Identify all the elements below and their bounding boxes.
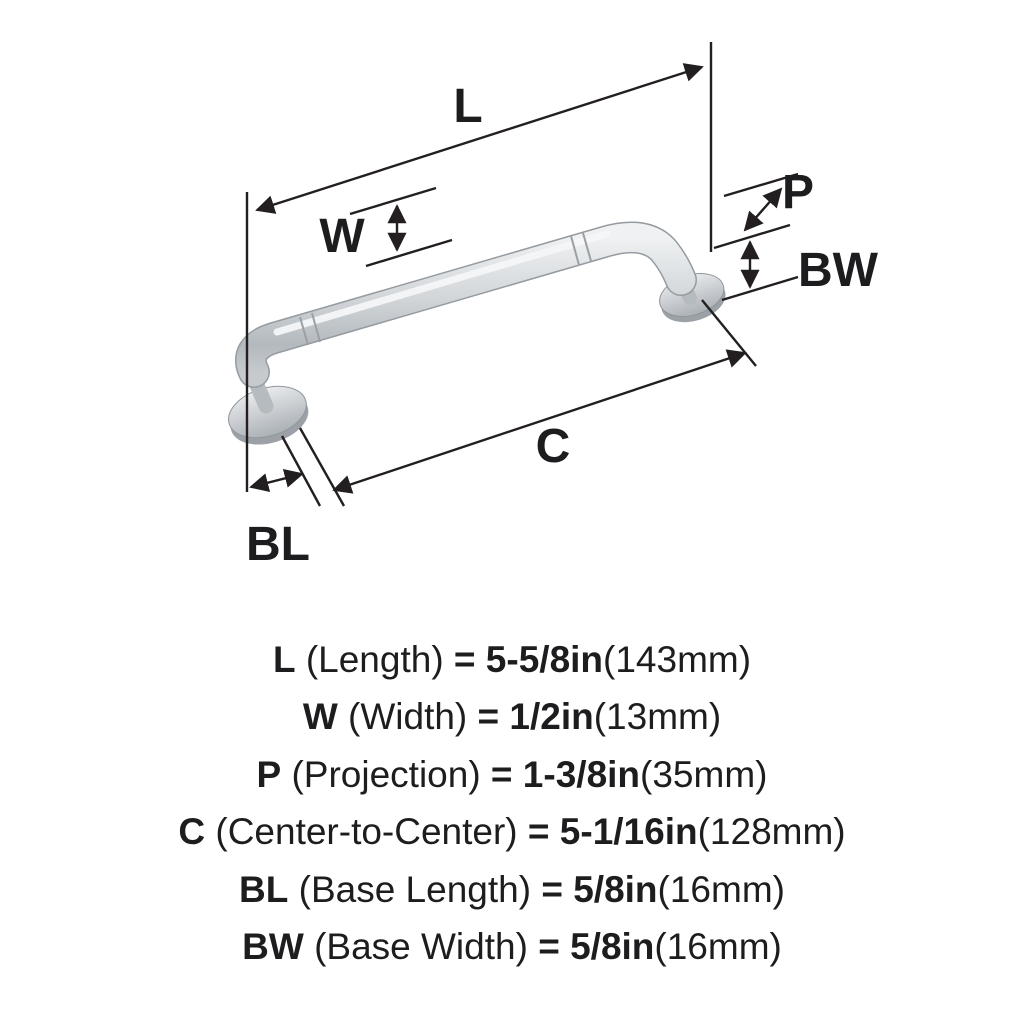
dim-label-length: L xyxy=(453,80,482,133)
dimension-legend: L (Length) = 5-5/8in(143mm) W (Width) = … xyxy=(0,638,1024,982)
legend-value: = 5/8in xyxy=(538,925,655,967)
legend-desc: (Width) xyxy=(337,696,478,738)
legend-value: = 1/2in xyxy=(477,696,594,738)
dim-label-projection: P xyxy=(782,166,814,219)
legend-key: BL xyxy=(239,868,289,910)
legend-metric: (143mm) xyxy=(603,639,752,680)
dim-arrow-base-length xyxy=(249,468,304,493)
legend-metric: (16mm) xyxy=(657,868,785,910)
legend-metric: (16mm) xyxy=(654,925,782,967)
extension-line-base-left-inner xyxy=(280,435,322,507)
dim-arrow-projection xyxy=(743,187,783,232)
legend-metric: (13mm) xyxy=(593,696,722,738)
handle-base-left xyxy=(228,385,309,445)
legend-metric: (128mm) xyxy=(697,811,846,853)
dimension-annotations xyxy=(245,42,799,507)
handle-bar-rim xyxy=(235,221,697,388)
dim-label-center-to-center: C xyxy=(536,420,571,473)
dim-line-length xyxy=(255,63,704,214)
legend-key: BW xyxy=(242,925,304,967)
legend-desc: (Center-to-Center) xyxy=(205,811,528,853)
handle-bar-highlight xyxy=(273,230,611,336)
dim-label-base-width: BW xyxy=(798,244,879,297)
dim-tick-width-top xyxy=(349,186,437,216)
dim-tick-base-width-top xyxy=(713,223,791,250)
handle-dimension-drawing: L W P BW C BL xyxy=(228,42,879,571)
legend-row-length: L (Length) = 5-5/8in(143mm) xyxy=(0,638,1024,682)
legend-row-base-width: BW (Base Width) = 5/8in(16mm) xyxy=(0,925,1024,969)
dim-line-center-to-center xyxy=(332,349,747,494)
legend-key: P xyxy=(256,753,282,795)
legend-key: L xyxy=(272,639,296,680)
legend-desc: (Base Length) xyxy=(288,868,542,910)
legend-row-base-length: BL (Base Length) = 5/8in(16mm) xyxy=(0,868,1024,912)
handle-ring-details xyxy=(299,232,592,346)
legend-value: = 5-5/8in xyxy=(453,639,604,680)
handle-bar xyxy=(236,222,696,387)
dim-tick-base-width-bottom xyxy=(721,275,799,302)
legend-metric: (35mm) xyxy=(640,753,768,795)
legend-key: C xyxy=(178,811,206,853)
handle-drawing xyxy=(228,221,726,445)
dim-tick-width-bottom xyxy=(365,238,453,268)
legend-desc: (Base Width) xyxy=(303,925,539,967)
dim-label-width: W xyxy=(319,210,365,263)
legend-desc: (Length) xyxy=(295,639,454,680)
legend-value: = 1-3/8in xyxy=(490,753,641,795)
legend-key: W xyxy=(302,696,338,738)
legend-row-width: W (Width) = 1/2in(13mm) xyxy=(0,695,1024,739)
legend-value: = 5/8in xyxy=(541,868,658,910)
legend-value: = 5-1/16in xyxy=(527,811,698,853)
legend-row-center-to-center: C (Center-to-Center) = 5-1/16in(128mm) xyxy=(0,810,1024,854)
legend-desc: (Projection) xyxy=(281,753,491,795)
dim-label-base-length: BL xyxy=(246,518,310,571)
extension-line-base-left-outer xyxy=(298,427,346,507)
legend-row-projection: P (Projection) = 1-3/8in(35mm) xyxy=(0,753,1024,797)
dim-tick-projection xyxy=(723,172,799,198)
extension-line-base-right xyxy=(701,299,757,367)
